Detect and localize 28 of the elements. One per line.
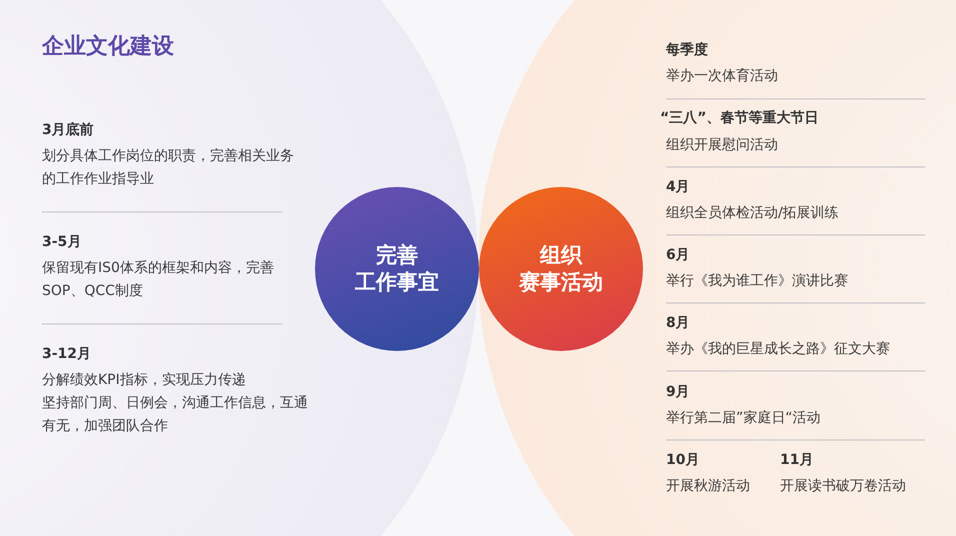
entry-heading: 8月 — [666, 314, 690, 333]
entry-heading: 11月 — [780, 451, 814, 470]
entry-text: 举行第二届”家庭日“活动 — [666, 409, 821, 428]
entry-text: 开展读书破万卷活动 — [780, 477, 906, 496]
entry-text: 举办《我的巨星成长之路》征文大赛 — [666, 340, 890, 359]
circle-text: 组织 — [540, 242, 582, 269]
entry-text: 保留现有IS0体系的框架和内容，完善SOP、QCC制度 — [42, 259, 275, 301]
entry-text: 坚持部门周、日例会，沟通工作信息，互通有无，加强团队合作 — [42, 394, 309, 436]
entry-heading: “三八”、春节等重大节日 — [660, 109, 818, 128]
entry-text: 举办一次体育活动 — [666, 67, 778, 86]
entry-text: 组织开展慰问活动 — [666, 136, 778, 155]
entry-heading: 4月 — [666, 178, 690, 197]
circle-text: 工作事宜 — [355, 269, 439, 296]
entry-heading: 9月 — [666, 383, 690, 402]
entry-heading: 6月 — [666, 246, 690, 265]
entry-heading: 3月底前 — [42, 120, 94, 140]
entry-text: 组织全员体检活动/拓展训练 — [666, 204, 839, 223]
circle-text: 完善 — [376, 242, 418, 269]
entry-heading: 每季度 — [666, 40, 708, 60]
entry-text: 划分具体工作岗位的职责，完善相关业务的工作作业指导业 — [42, 147, 295, 189]
circle-text: 赛事活动 — [519, 269, 603, 296]
entry-heading: 10月 — [666, 451, 700, 470]
entry-text: 举行《我为谁工作》演讲比赛 — [666, 272, 848, 291]
entry-heading: 3-12月 — [42, 345, 92, 364]
entry-text: 分解绩效KPI指标，实现压力传递 — [42, 371, 246, 390]
title: 企业文化建设 — [42, 33, 174, 61]
entry-text: 开展秋游活动 — [666, 477, 750, 496]
entry-heading: 3-5月 — [42, 233, 82, 252]
